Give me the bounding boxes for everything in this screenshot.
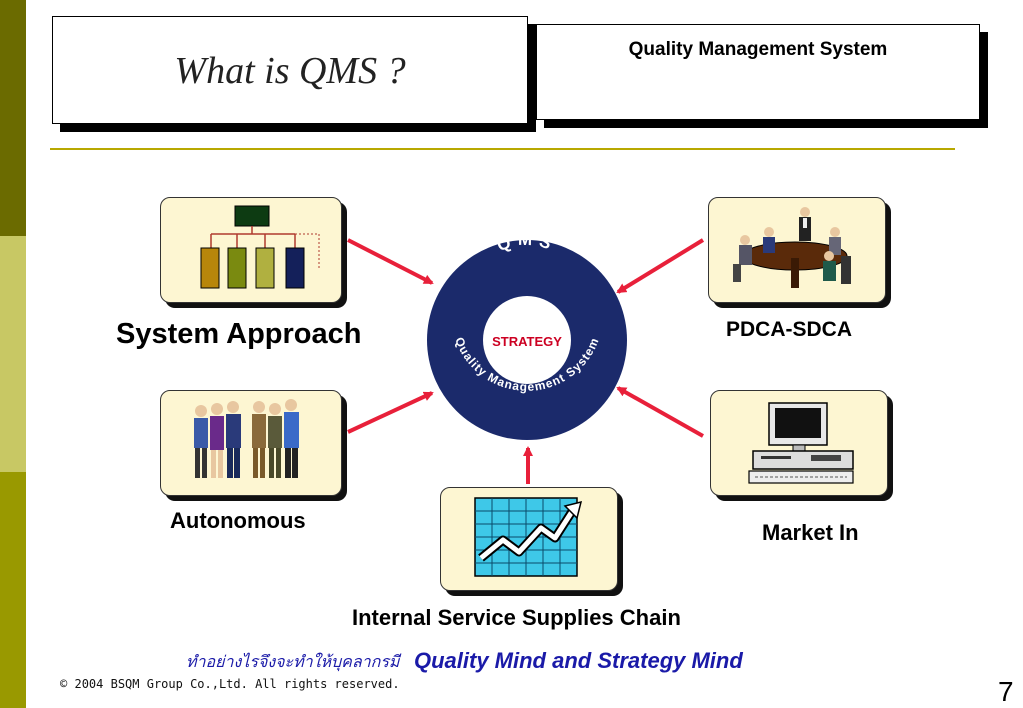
arrow-market-in [616,386,704,438]
core-label: STRATEGY [492,334,562,349]
label-autonomous: Autonomous [170,508,306,533]
label-system-approach: System Approach [116,318,362,350]
footer-thai-text: ทำอย่างไรจึงจะทำให้บุคลากรมี [186,654,400,671]
label-market-in: Market In [762,520,859,545]
slide-title: What is QMS ? [174,50,406,92]
sidebar-band-top [0,0,26,236]
growth-chart-icon [474,497,583,577]
qms-core [483,296,571,384]
system-approach-card [160,197,342,303]
people-group-icon [194,399,299,478]
sidebar-band-bottom [0,472,26,708]
copyright-text: © 2004 BSQM Group Co.,Ltd. All rights re… [60,677,400,691]
label-internal-chain: Internal Service Supplies Chain [352,605,681,630]
label-pdca: PDCA-SDCA [726,318,852,341]
market-in-card [710,390,888,496]
copyright-label: 2004 BSQM Group Co.,Ltd. All rights rese… [74,677,400,691]
title-box: What is QMS ? [52,16,528,124]
arrow-system-approach [347,238,434,285]
arrow-pdca [616,238,705,294]
copyright-symbol: © [60,677,68,691]
sidebar-band-middle [0,236,26,472]
arrow-autonomous [347,391,434,434]
subtitle-box: Quality Management System [536,24,980,120]
autonomous-card [160,390,342,496]
header-divider [50,148,955,150]
pdca-card [708,197,886,303]
computer-icon [748,402,854,484]
org-chart-icon [200,205,320,289]
meeting-icon [733,207,851,288]
page-number: 7 [998,676,1014,707]
internal-chain-card [440,487,618,591]
footer-main-text: Quality Mind and Strategy Mind [414,648,743,673]
slide-subtitle: Quality Management System [628,39,888,60]
